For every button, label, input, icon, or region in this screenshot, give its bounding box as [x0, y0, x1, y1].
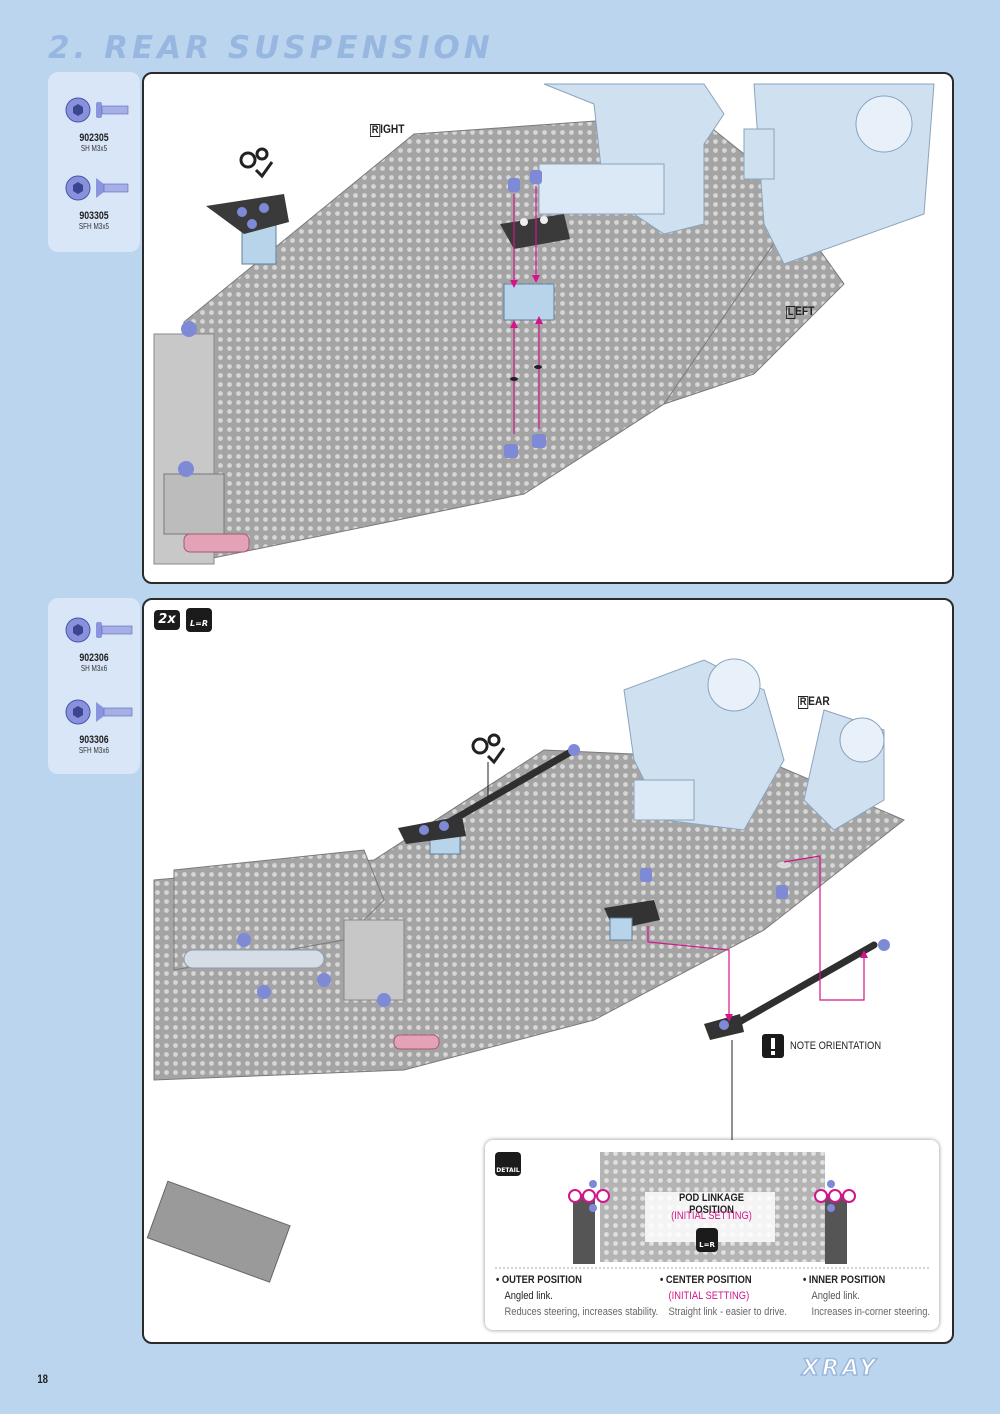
- detail-title: POD LINKAGE POSITION: [679, 1192, 744, 1216]
- part-number: 903305: [79, 210, 109, 222]
- parts-box-step1: 902305 SH M3x5 903305 SFH M3x5: [48, 72, 140, 252]
- label-rear-rest: EAR: [808, 694, 830, 708]
- part-903305: 903305 SFH M3x5: [48, 174, 140, 231]
- inner-position-title: • INNER POSITION: [803, 1274, 886, 1286]
- label-rear-initial: R: [798, 696, 809, 709]
- part-desc: SFH M3x5: [78, 222, 110, 231]
- parts-box-step2: 902306 SH M3x6 903306 SFH M3x6: [48, 598, 140, 774]
- symmetry-icon: L=R: [186, 608, 212, 632]
- label-right-initial: R: [370, 124, 381, 137]
- detail-link-left: [568, 1180, 610, 1264]
- inner-position-text: • INNER POSITION Angled link. Increases …: [803, 1272, 930, 1320]
- pod-link-exploded: [604, 855, 890, 1140]
- center-position-title: • CENTER POSITION: [660, 1274, 752, 1286]
- symmetry-icon-text: L=R: [190, 619, 208, 628]
- part-number: 903306: [79, 734, 109, 746]
- part-number: 902306: [79, 652, 109, 664]
- rear-hub: [153, 321, 250, 565]
- outer-line2: Reduces steering, increases stability.: [504, 1306, 659, 1318]
- pod-mount-assembled: [206, 147, 289, 265]
- part-desc: SFH M3x6: [78, 746, 110, 755]
- part-number: 902305: [79, 132, 109, 144]
- detail-illustration: [495, 1152, 929, 1269]
- center-line2: Straight link - easier to drive.: [668, 1306, 787, 1318]
- motor-mount: [623, 658, 885, 831]
- outer-line1: Angled link.: [504, 1290, 553, 1302]
- center-line1: (INITIAL SETTING): [668, 1290, 750, 1302]
- rear-suspension-assembly: [183, 919, 440, 1050]
- settings-gears-icon: [239, 147, 274, 179]
- inner-line1: Angled link.: [811, 1290, 860, 1302]
- label-right-rest: IGHT: [380, 122, 405, 136]
- center-position-text: • CENTER POSITION (INITIAL SETTING) Stra…: [660, 1272, 787, 1320]
- inner-title-text: INNER POSITION: [808, 1274, 886, 1286]
- label-left-rest: EFT: [795, 304, 815, 318]
- part-desc: SH M3x6: [80, 664, 108, 673]
- outer-position-title: • OUTER POSITION: [496, 1274, 582, 1286]
- detail-icon: DETAIL: [495, 1152, 521, 1176]
- part-902305: 902305 SH M3x5: [48, 96, 140, 153]
- center-title-text: CENTER POSITION: [665, 1274, 752, 1286]
- part-902306: 902306 SH M3x6: [48, 616, 140, 673]
- socket-head-screw-icon: [48, 96, 140, 128]
- warning-icon: [762, 1034, 784, 1058]
- outer-position-text: • OUTER POSITION Angled link. Reduces st…: [496, 1272, 658, 1320]
- outer-title-text: OUTER POSITION: [501, 1274, 582, 1286]
- part-desc: SH M3x5: [80, 144, 108, 153]
- flat-head-screw-icon: [48, 698, 140, 730]
- detail-link-right: [814, 1180, 856, 1264]
- socket-head-screw-icon: [48, 616, 140, 648]
- detail-symmetry-icon: L=R: [696, 1228, 718, 1252]
- inner-line2: Increases in-corner steering.: [811, 1306, 930, 1318]
- part-903306: 903306 SFH M3x6: [48, 698, 140, 755]
- detail-symmetry-text: L=R: [699, 1241, 715, 1249]
- section-title: 2. REAR SUSPENSION: [48, 30, 494, 66]
- note-orientation: NOTE ORIENTATION: [790, 1040, 882, 1052]
- detail-subtitle: (INITIAL SETTING): [671, 1210, 752, 1222]
- flat-head-screw-icon: [48, 174, 140, 206]
- page-number: 18: [37, 1372, 49, 1386]
- brand-logo: XRAY: [801, 1355, 879, 1382]
- settings-gears-icon: [471, 733, 506, 798]
- step2-illustration: [146, 658, 905, 1283]
- label-left-initial: L: [786, 306, 796, 319]
- pod-mount-exploded: [500, 170, 570, 458]
- quantity-badge: 2x: [154, 610, 180, 630]
- detail-box: DETAIL POD LINKAGE POSITION (INITIAL SET…: [485, 1140, 939, 1330]
- step1-illustration: [153, 83, 935, 565]
- pod-link-assembled: [398, 733, 580, 855]
- detail-icon-text: DETAIL: [496, 1167, 520, 1174]
- motor-mount: [538, 83, 935, 265]
